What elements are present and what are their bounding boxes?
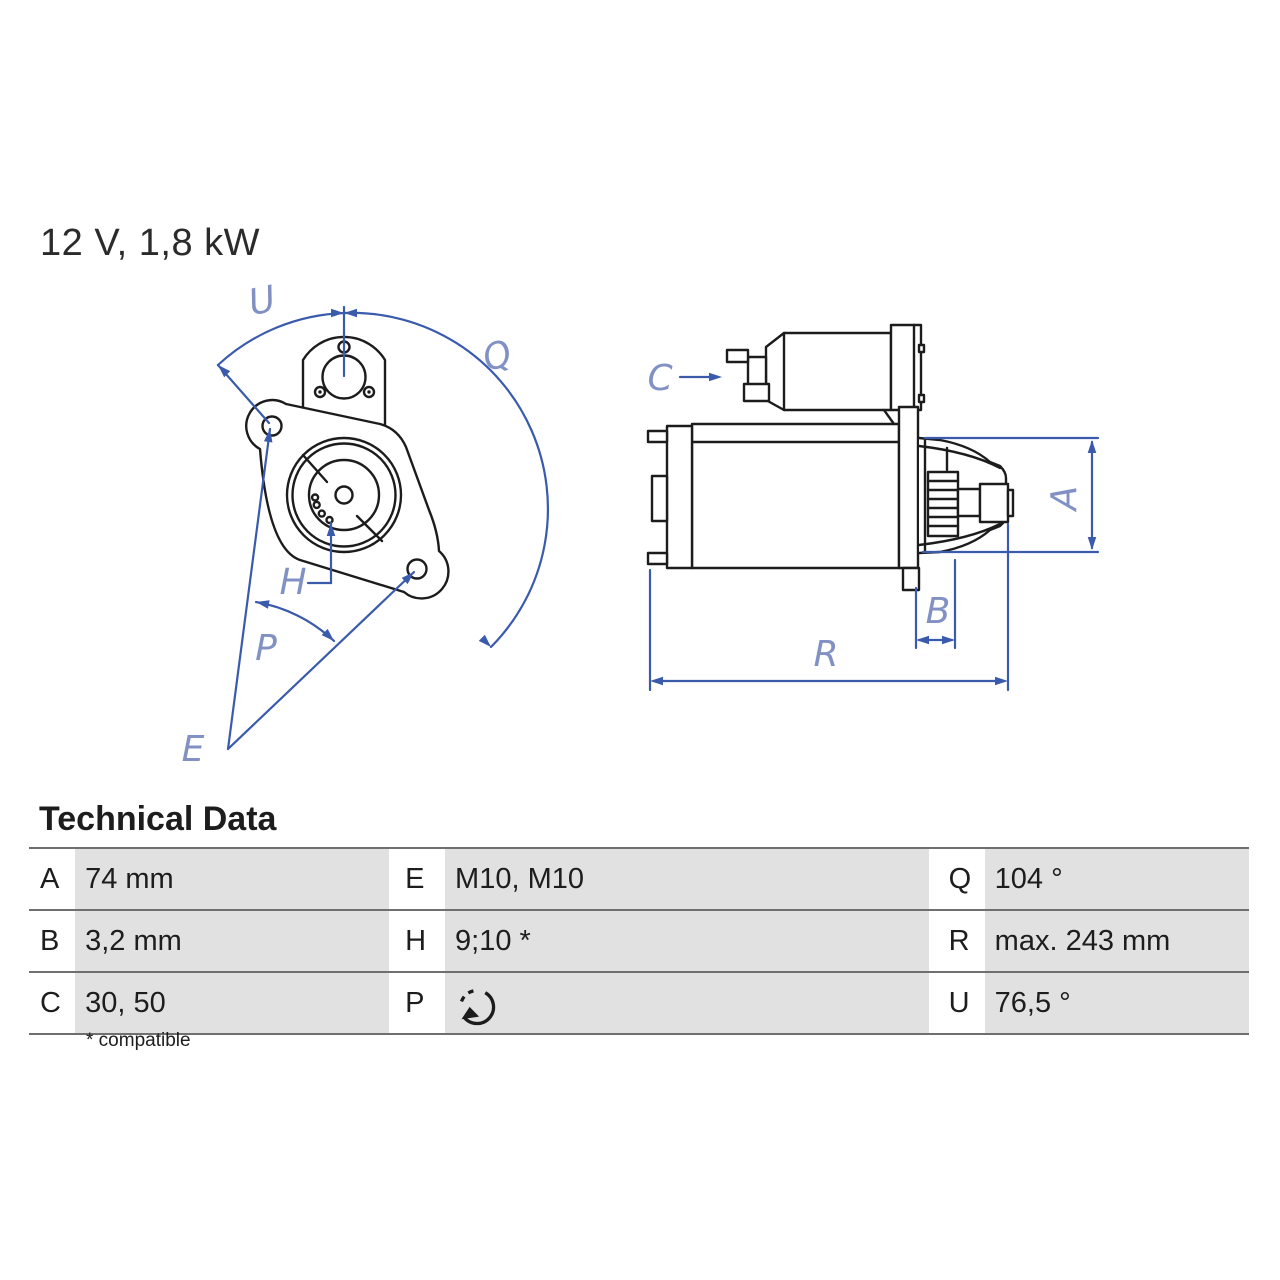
dimension-lines xyxy=(216,305,1100,751)
end-cap xyxy=(665,424,694,570)
technical-data-title: Technical Data xyxy=(39,800,277,838)
dim-key: A xyxy=(29,849,76,909)
shaft-tip xyxy=(1006,488,1015,518)
dim-value: 76,5 ° xyxy=(984,973,1249,1033)
dim-key: B xyxy=(29,911,76,971)
dim-key: P xyxy=(389,973,446,1033)
dim-label-p: P xyxy=(255,628,277,669)
shaft-center-hole xyxy=(334,485,354,505)
e-leader-line-1 xyxy=(226,427,272,751)
mounting-plate xyxy=(897,405,920,570)
housing-ring-outer xyxy=(285,436,403,554)
dim-value: 74 mm xyxy=(75,849,390,909)
terminal-stud-upper xyxy=(725,348,750,364)
solenoid-body xyxy=(782,331,893,412)
chamfer-line-upper xyxy=(301,453,329,484)
dim-value: 3,2 mm xyxy=(75,911,390,971)
shaft-end-cap xyxy=(978,482,1010,524)
side-view xyxy=(646,323,1015,592)
pinion-gear xyxy=(926,470,960,538)
gear-tooth xyxy=(310,493,320,502)
mounting-flange xyxy=(245,398,450,600)
bell-inner-top xyxy=(917,444,1002,470)
gear-tooth xyxy=(325,515,334,525)
table-row: B 3,2 mm H 9;10 * R max. 243 mm xyxy=(29,909,1249,971)
bell-inner-bottom xyxy=(917,522,1002,547)
technical-data-table: A 74 mm E M10, M10 Q 104 ° B 3,2 mm H 9;… xyxy=(29,847,1249,1035)
dim-key: C xyxy=(29,973,76,1033)
dim-key: Q xyxy=(928,849,985,909)
dim-key: R xyxy=(928,911,985,971)
flange-bolt-hole-top-left xyxy=(261,415,283,437)
dimension-arrowheads xyxy=(218,308,1097,686)
dim-label-a: A xyxy=(1044,486,1085,513)
dim-value: 9;10 * xyxy=(445,911,929,971)
starter-motor-technical-drawing: U Q C A B R H P E xyxy=(182,279,1100,770)
solenoid-rear-cap xyxy=(889,323,923,412)
bearing-circle xyxy=(307,458,381,532)
h-leader-line xyxy=(306,521,333,585)
dim-key: U xyxy=(928,973,985,1033)
rotation-direction-icon xyxy=(459,988,496,1026)
body-corner-line xyxy=(882,408,896,426)
solenoid-screw-bottom xyxy=(917,393,926,404)
end-cap-tab-top xyxy=(646,429,669,444)
housing-ring-inner xyxy=(291,442,397,548)
gear-tooth xyxy=(312,500,321,510)
chamfer-line-lower xyxy=(355,514,384,543)
table-row: A 74 mm E M10, M10 Q 104 ° xyxy=(29,847,1249,909)
voltage-power-label: 12 V, 1,8 kW xyxy=(40,222,261,264)
table-row: C 30, 50 P U 76,5 ° xyxy=(29,971,1249,1035)
dim-key: E xyxy=(389,849,446,909)
dim-value: 30, 50 xyxy=(75,973,390,1033)
dim-value: M10, M10 xyxy=(445,849,929,909)
dim-label-b: B xyxy=(926,591,951,632)
dim-value: 104 ° xyxy=(984,849,1249,909)
dim-label-r: R xyxy=(813,634,838,675)
dim-label-e: E xyxy=(182,729,205,770)
dim-key: H xyxy=(389,911,446,971)
rotation-direction-cell xyxy=(445,973,929,1033)
end-cap-tab-bottom xyxy=(646,551,669,566)
dim-label-q: Q xyxy=(477,332,518,380)
flange-bolt-hole-bottom-right xyxy=(406,558,428,580)
dim-label-c: C xyxy=(647,358,673,399)
bracket-side-hole-left xyxy=(313,385,327,399)
bracket-side-hole-right xyxy=(362,385,376,399)
front-view xyxy=(245,335,450,600)
mounting-plate-foot xyxy=(901,566,921,592)
compatibility-footnote: * compatible xyxy=(86,1030,191,1051)
pinion-shaft xyxy=(956,487,982,518)
dim-value: max. 243 mm xyxy=(984,911,1249,971)
e-leader-line-2 xyxy=(226,570,416,751)
gear-tooth xyxy=(317,509,326,518)
end-cap-boss xyxy=(650,474,669,523)
terminal-stud-lower xyxy=(742,382,771,403)
motor-body xyxy=(690,422,901,570)
angle-arc-u-q xyxy=(216,311,549,649)
dim-label-u: U xyxy=(245,279,279,325)
solenoid-screw-top xyxy=(917,343,926,354)
dim-label-h: H xyxy=(279,562,306,603)
